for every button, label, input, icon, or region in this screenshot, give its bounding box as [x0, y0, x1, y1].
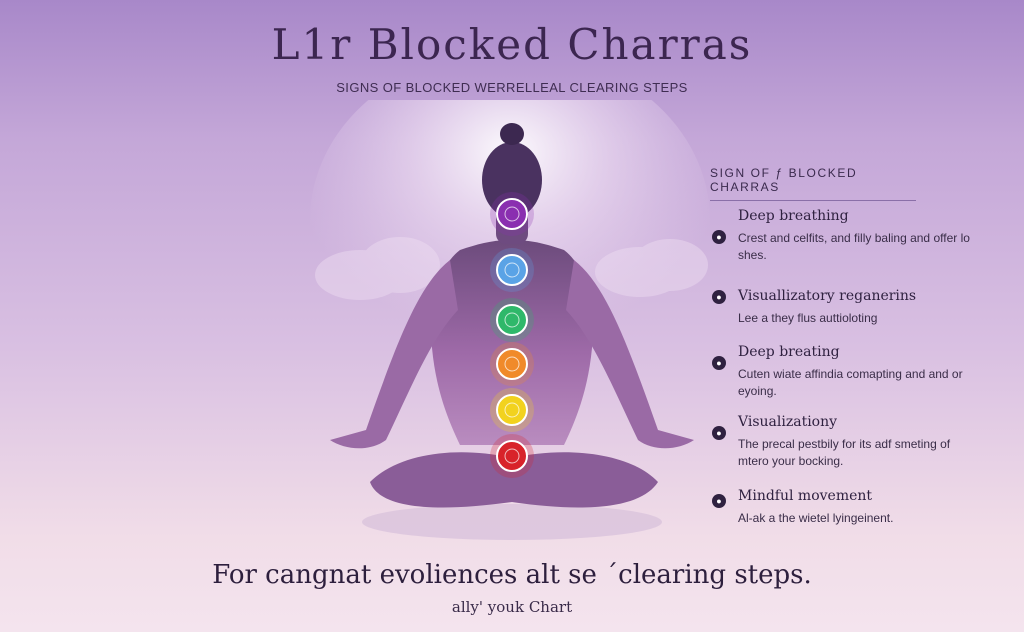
solar-plexus-chakra-icon	[496, 394, 528, 426]
step-title: Visualizationy	[738, 414, 838, 430]
crown-chakra-symbol	[504, 206, 520, 222]
bullet-icon: ●	[712, 230, 726, 244]
page-subtitle: SIGNS OF BLOCKED WERRELLEAL CLEARING STE…	[336, 80, 688, 95]
step-title: Visuallizatory reganerins	[738, 288, 917, 304]
crown-chakra-icon	[496, 198, 528, 230]
step-title: Deep breathing	[738, 208, 849, 224]
heart-chakra-icon	[496, 304, 528, 336]
bullet-icon: ●	[712, 426, 726, 440]
step-description: Crest and celfits, and filly baling and …	[738, 231, 970, 262]
meditation-figure	[300, 100, 720, 560]
page-title: L1r Blocked Charras	[271, 20, 753, 69]
root-chakra-symbol	[504, 448, 520, 464]
step-title: Deep breating	[738, 344, 840, 360]
sacral-orange-chakra-icon	[496, 348, 528, 380]
heart-chakra-symbol	[504, 312, 520, 328]
step-title: Mindful movement	[738, 488, 873, 504]
footer-subtext: ally' youk Chart	[451, 598, 573, 616]
step-description: Al-ak a the wietel lyingeinent.	[738, 511, 894, 525]
sacral-orange-chakra-symbol	[504, 356, 520, 372]
clearing-steps-panel: SIGN OF ƒ BLOCKED CHARRAS Deep breathing…	[710, 166, 1010, 525]
bullet-icon: ●	[712, 356, 726, 370]
footer-text: For cangnat evoliences alt se ´clearing …	[212, 560, 812, 590]
bullet-icon: ●	[712, 290, 726, 304]
solar-plexus-chakra-symbol	[504, 402, 520, 418]
panel-heading: SIGN OF ƒ BLOCKED CHARRAS	[710, 166, 916, 201]
chakra-column	[490, 192, 534, 478]
third-eye-chakra-icon	[496, 254, 528, 286]
step-description: Lee a they flus auttioloting	[738, 311, 878, 325]
bullet-icon: ●	[712, 494, 726, 508]
step-description: Cuten wiate affindia comapting and and o…	[738, 367, 963, 398]
step-description: The precal pestbily for its adf smeting …	[738, 437, 951, 468]
third-eye-chakra-symbol	[504, 262, 520, 278]
root-chakra-icon	[496, 440, 528, 472]
